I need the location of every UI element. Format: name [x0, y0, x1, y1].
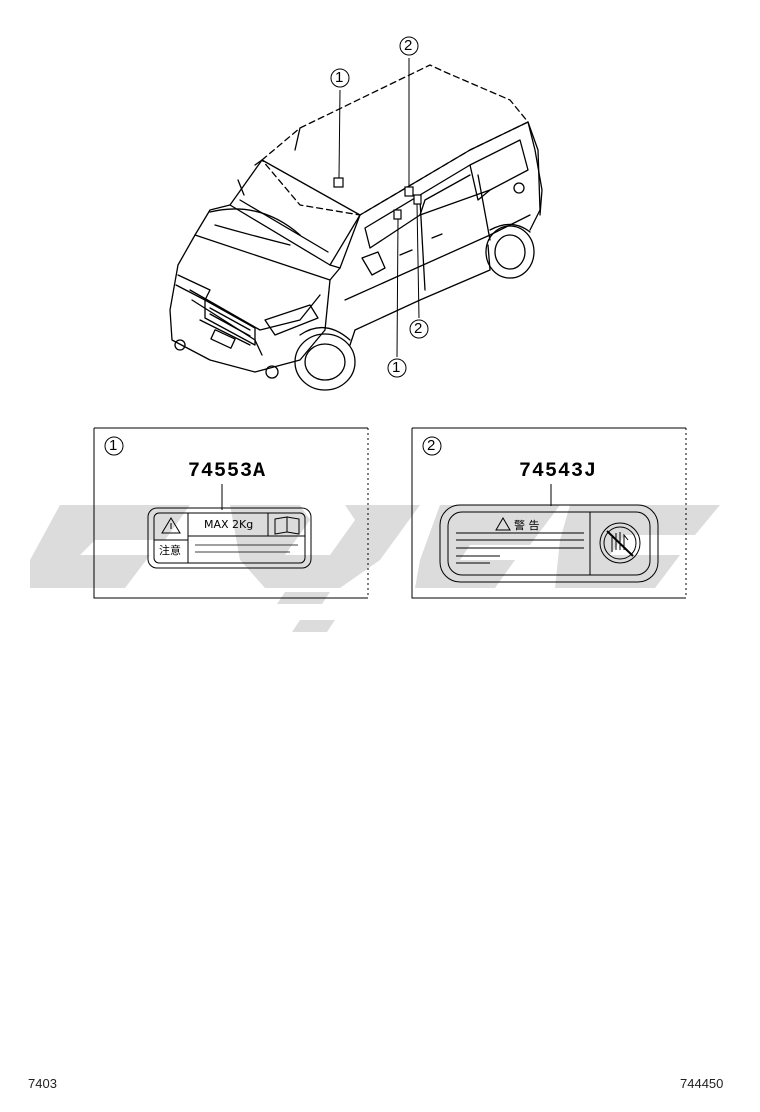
panel-1-capacity-text: MAX 2Kg: [204, 518, 254, 531]
footer-right-code: 744450: [680, 1076, 724, 1091]
panel-1-caution-text: 注意: [159, 544, 181, 557]
panel-2-callout: 2: [427, 437, 436, 454]
callout-1-top: 1: [335, 69, 344, 86]
callout-1-bottom: 1: [392, 359, 401, 376]
panel-1-callout: 1: [109, 437, 118, 454]
panel-2-warning-text: 警 告: [514, 519, 540, 532]
panel-2-part-number: 74543J: [519, 460, 598, 483]
footer-left-code: 7403: [28, 1076, 57, 1091]
callout-2-bottom: 2: [414, 320, 423, 337]
panel-1-part-number: 74553A: [188, 460, 267, 483]
callout-2-top: 2: [404, 37, 413, 54]
